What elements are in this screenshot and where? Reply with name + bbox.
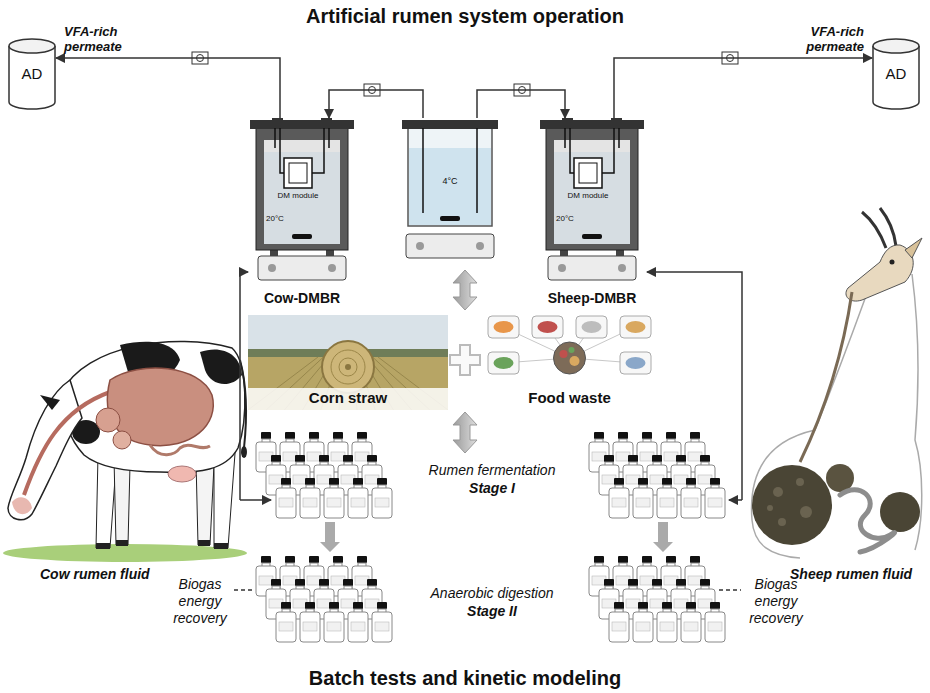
module-label: DM module [568, 191, 609, 201]
stage-number: Stage I [469, 480, 515, 497]
serum-bottles [256, 432, 725, 642]
node-artwork [540, 118, 644, 308]
node-artwork [398, 118, 502, 268]
feed-tank: 4°C [398, 118, 502, 268]
node-artwork [250, 118, 354, 308]
membrane-bioreactor: Cow-DMBR [250, 118, 354, 308]
substrate-panel: Food waste [482, 312, 657, 410]
plus-sign [450, 345, 480, 375]
gazelle-illustration [752, 208, 922, 558]
stage-number: Stage II [467, 603, 517, 620]
feed-double-arrow [453, 270, 477, 310]
node-text: Corn straw [309, 389, 387, 407]
stage-label: Rumen fermentation [429, 462, 556, 479]
temperature-label: 20°C [556, 214, 574, 224]
node-text: Sheep-DMBR [548, 290, 637, 307]
edge-label: VFA-rich permeate [64, 24, 136, 55]
flow-connector [614, 58, 872, 118]
flow-connector [329, 90, 423, 118]
module-label: DM module [278, 191, 319, 201]
stage-label: Anaerobic digestion [431, 585, 554, 602]
output-label: Biogas energy recovery [744, 576, 808, 626]
flow-connector [56, 58, 280, 118]
source-label: Cow rumen fluid [40, 566, 150, 583]
membrane-bioreactor: Sheep-DMBR [540, 118, 644, 308]
output-label: Biogas energy recovery [168, 576, 232, 626]
node-text: 4°C [442, 176, 457, 187]
section-heading: Batch tests and kinetic modeling [309, 666, 621, 690]
substrate-photo: Corn straw [248, 315, 448, 410]
temperature-label: 20°C [266, 214, 284, 224]
digester-cylinder: AD [8, 38, 56, 110]
stage-arrow [653, 522, 673, 552]
node-text: Food waste [528, 389, 611, 407]
cow-illustration [3, 341, 247, 562]
node-text: AD [886, 65, 907, 83]
diagram-title: Artificial rumen system operation [306, 4, 624, 28]
node-text: AD [22, 65, 43, 83]
source-label: Sheep rumen fluid [790, 566, 912, 583]
stage-arrow [320, 522, 340, 552]
feed-double-arrow [453, 412, 477, 453]
edge-label: VFA-rich permeate [792, 24, 864, 55]
flow-connector [477, 90, 565, 118]
digester-cylinder: AD [872, 38, 920, 110]
node-text: Cow-DMBR [264, 290, 340, 307]
